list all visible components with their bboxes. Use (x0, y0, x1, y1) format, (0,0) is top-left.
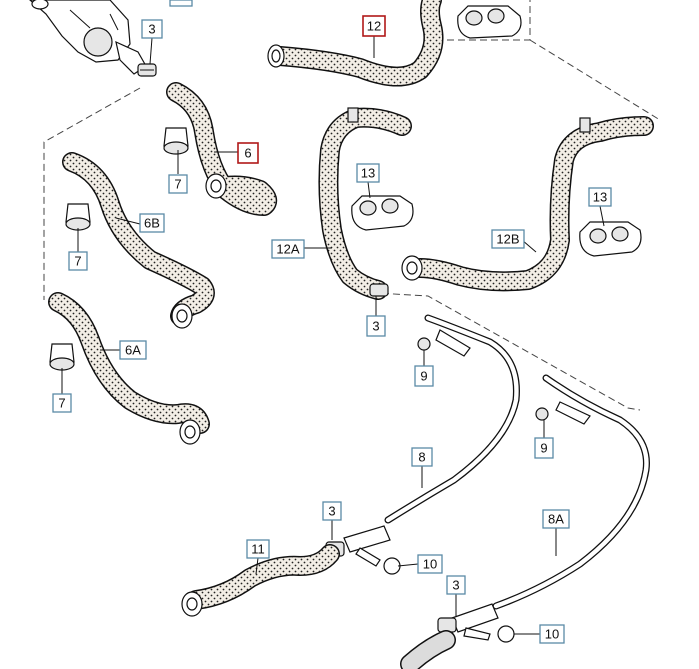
svg-text:7: 7 (74, 254, 81, 269)
svg-text:3: 3 (148, 22, 155, 37)
hose-11 (181, 544, 340, 617)
label-11[interactable]: 11 (246, 539, 270, 559)
svg-text:6B: 6B (144, 216, 160, 231)
pipe-8a (492, 374, 650, 610)
label-13-right[interactable]: 13 (588, 187, 612, 207)
cap-plug (65, 203, 91, 231)
hose-12a (318, 107, 412, 300)
svg-text:9: 9 (540, 441, 547, 456)
svg-text:3: 3 (328, 504, 335, 519)
svg-text:6: 6 (244, 146, 251, 161)
label-8[interactable]: 8 (411, 447, 433, 467)
svg-text:7: 7 (174, 177, 181, 192)
label-7-middle[interactable]: 7 (68, 251, 88, 271)
svg-text:8: 8 (418, 450, 425, 465)
pipe-connector (400, 603, 515, 669)
svg-text:8A: 8A (548, 512, 564, 527)
assembly-outline (43, 0, 661, 411)
label-7-bottom[interactable]: 7 (52, 393, 72, 413)
svg-text:13: 13 (593, 190, 607, 205)
label-3-middle[interactable]: 3 (366, 315, 386, 337)
hose-12 (267, 0, 444, 87)
label-9-left[interactable]: 9 (414, 365, 434, 387)
svg-text:12B: 12B (496, 232, 519, 247)
label-3-top[interactable]: 3 (141, 19, 163, 39)
label-13-left[interactable]: 13 (356, 163, 380, 183)
grommet-13-left (351, 195, 414, 231)
label-6b[interactable]: 6B (139, 213, 165, 233)
hose-12b (401, 116, 654, 292)
label-9-right[interactable]: 9 (534, 437, 554, 459)
label-6a[interactable]: 6A (119, 340, 147, 360)
leader-lines (61, 36, 605, 635)
svg-text:11: 11 (251, 542, 265, 557)
label-6[interactable]: 6 (237, 142, 259, 164)
label-3-lower-right[interactable]: 3 (446, 575, 466, 595)
hose-clip (137, 63, 157, 77)
svg-text:9: 9 (420, 369, 427, 384)
label-10-lower[interactable]: 10 (539, 624, 565, 644)
svg-text:10: 10 (545, 627, 559, 642)
svg-text:13: 13 (361, 166, 375, 181)
hose-6 (166, 82, 278, 216)
label-7-top[interactable]: 7 (168, 174, 188, 194)
label-12[interactable]: 12 (362, 15, 386, 37)
grommet-top (457, 5, 522, 39)
svg-text:3: 3 (452, 578, 459, 593)
label-10-upper[interactable]: 10 (417, 554, 443, 574)
label-12b[interactable]: 12B (491, 229, 525, 249)
svg-text:12A: 12A (276, 242, 299, 257)
pipe-8 (384, 314, 520, 524)
label-12a[interactable]: 12A (271, 239, 305, 259)
label-box-cropped (169, 0, 193, 7)
label-3-lower-left[interactable]: 3 (322, 501, 342, 521)
bolt-9 (535, 407, 549, 421)
cap-plug (163, 127, 189, 155)
bolt-9 (417, 337, 431, 351)
svg-text:3: 3 (372, 319, 379, 334)
hose-clip (369, 283, 389, 297)
hose-6b (62, 152, 215, 329)
cap-plug (49, 343, 75, 371)
svg-text:10: 10 (423, 557, 437, 572)
coolant-pump (29, 0, 147, 75)
hose-6a (48, 292, 210, 445)
svg-text:12: 12 (367, 19, 381, 34)
svg-text:7: 7 (58, 396, 65, 411)
label-8a[interactable]: 8A (542, 509, 570, 529)
svg-text:6A: 6A (125, 343, 141, 358)
grommet-13-right (579, 221, 642, 257)
